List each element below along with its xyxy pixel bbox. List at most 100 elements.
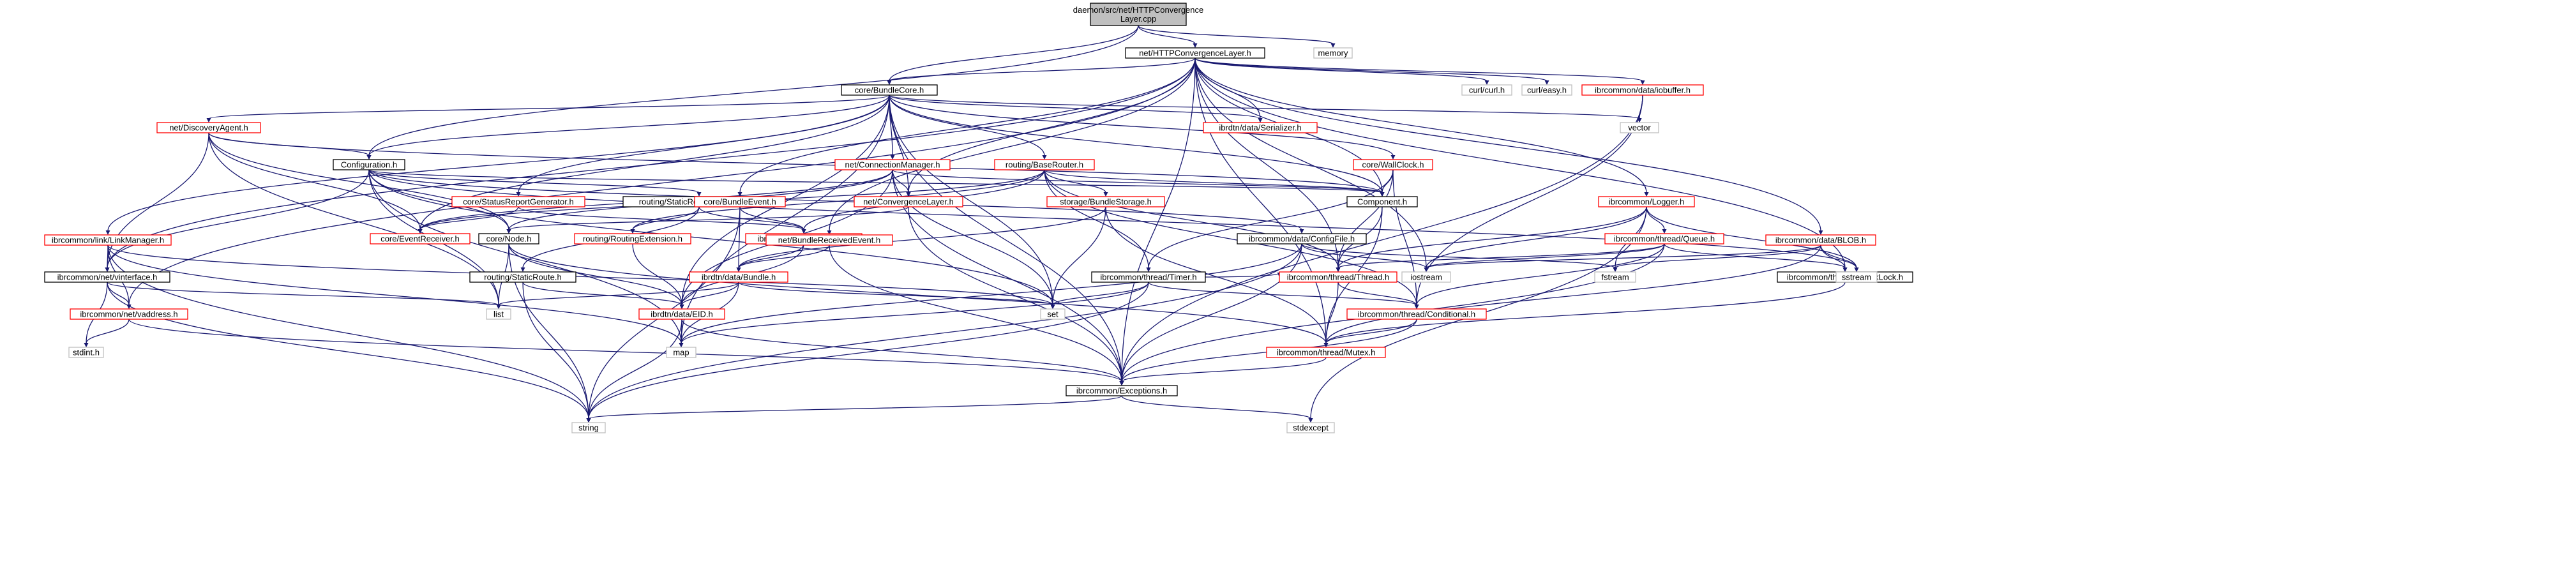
node-linkmgr[interactable]: ibrcommon/link/LinkManager.h [44, 234, 172, 246]
node-box [1521, 84, 1572, 96]
node-vaddress[interactable]: ibrcommon/net/vaddress.h [70, 308, 188, 320]
dependency-edge [498, 282, 739, 306]
dependency-edge [632, 243, 682, 306]
dependency-edge [738, 244, 830, 269]
node-box [1594, 271, 1636, 283]
node-configfile[interactable]: ibrcommon/data/ConfigFile.h [1237, 233, 1367, 244]
dependency-arrowhead [679, 343, 684, 347]
node-timer[interactable]: ibrcommon/thread/Timer.h [1091, 271, 1206, 283]
dependency-edge [368, 25, 1139, 156]
dependency-edge [107, 244, 1053, 306]
node-label: ibrcommon/Logger.h [1609, 197, 1685, 207]
dependency-edge [892, 169, 1053, 306]
dependency-edge [1325, 282, 1846, 344]
node-box [666, 347, 697, 358]
node-label: vector [1628, 123, 1651, 133]
node-curl: curl/curl.h [1461, 84, 1512, 96]
node-label: set [1047, 310, 1058, 319]
node-list: list [486, 308, 511, 320]
dependency-arrowhead [1613, 267, 1618, 272]
node-logger[interactable]: ibrcommon/Logger.h [1598, 196, 1695, 207]
node-routingext[interactable]: routing/RoutingExtension.h [574, 233, 691, 244]
node-hcl_h[interactable]: net/HTTPConvergenceLayer.h [1125, 47, 1265, 59]
dependency-edge [1646, 206, 1665, 230]
dependency-edge [518, 206, 804, 230]
node-box [638, 308, 725, 320]
dependency-arrowhead [1103, 192, 1108, 197]
dependency-edge [208, 132, 421, 230]
node-box [469, 271, 576, 283]
dependency-edge [107, 282, 589, 419]
dependency-edge [1148, 169, 1394, 269]
node-box [841, 84, 938, 96]
node-box [1046, 196, 1165, 207]
node-component[interactable]: Component.h [1346, 196, 1418, 207]
node-baserouter[interactable]: routing/BaseRouter.h [994, 159, 1095, 170]
node-memory: memory [1313, 47, 1353, 59]
dependency-edge [1426, 206, 1647, 269]
node-conditional[interactable]: ibrcommon/thread/Conditional.h [1346, 308, 1487, 320]
dependency-arrowhead [1414, 305, 1419, 309]
dependency-edge [908, 57, 1196, 193]
node-box [854, 196, 963, 207]
node-thread[interactable]: ibrcommon/thread/Thread.h [1279, 271, 1397, 283]
node-configuration[interactable]: Configuration.h [333, 159, 405, 170]
node-box [765, 234, 893, 246]
node-eid[interactable]: ibrdtn/data/EID.h [638, 308, 725, 320]
dependency-edge [419, 206, 519, 230]
node-label: routing/StaticRoute.h [484, 273, 561, 282]
dependency-edge [368, 169, 1383, 193]
node-box [1598, 196, 1695, 207]
node-convlayer[interactable]: net/ConvergenceLayer.h [854, 196, 963, 207]
dependency-edge [107, 244, 682, 344]
node-mutex[interactable]: ibrcommon/thread/Mutex.h [1266, 347, 1386, 358]
dependency-edge [1392, 169, 1417, 306]
node-iobuffer[interactable]: ibrcommon/data/iobuffer.h [1581, 84, 1704, 96]
dependency-edge [1194, 57, 1821, 232]
node-wallclock[interactable]: core/WallClock.h [1353, 159, 1433, 170]
node-bundle[interactable]: ibrdtn/data/Bundle.h [689, 271, 788, 283]
node-exceptions[interactable]: ibrcommon/Exceptions.h [1066, 385, 1178, 396]
dependency-arrowhead [1640, 80, 1645, 85]
node-serializer[interactable]: ibrdtn/data/Serializer.h [1203, 122, 1318, 133]
dependency-arrowhead [520, 267, 525, 272]
node-queue[interactable]: ibrcommon/thread/Queue.h [1604, 233, 1724, 244]
dependency-arrowhead [890, 155, 895, 160]
node-box [1353, 159, 1433, 170]
node-bundlereceived[interactable]: net/BundleReceivedEvent.h [765, 234, 893, 246]
node-eventreceiver[interactable]: core/EventReceiver.h [370, 233, 471, 244]
dependency-edge [889, 94, 1261, 119]
dependency-edge [588, 395, 1122, 419]
node-box [574, 233, 691, 244]
node-box [1620, 122, 1659, 133]
node-bundleevent[interactable]: core/BundleEvent.h [694, 196, 786, 207]
node-vector: vector [1620, 122, 1659, 133]
dependency-edge [1664, 243, 1846, 269]
node-label: curl/curl.h [1469, 86, 1505, 95]
dependency-arrowhead [737, 192, 742, 197]
dependency-arrowhead [630, 229, 635, 234]
node-discovery[interactable]: net/DiscoveryAgent.h [156, 122, 261, 133]
dependency-edge [1325, 282, 1339, 344]
dependency-edge [829, 244, 1122, 382]
node-vinterface[interactable]: ibrcommon/net/vinterface.h [44, 271, 170, 283]
dependency-edge [86, 319, 130, 344]
node-label: storage/BundleStorage.h [1060, 197, 1152, 207]
node-bundlecore[interactable]: core/BundleCore.h [841, 84, 938, 96]
node-corenode[interactable]: core/Node.h [478, 233, 539, 244]
node-box [478, 233, 539, 244]
dependency-arrowhead [887, 80, 892, 85]
node-staticroute[interactable]: routing/StaticRoute.h [469, 271, 576, 283]
dependency-edge [1205, 273, 1280, 278]
dependency-edge [508, 243, 1327, 344]
node-blob[interactable]: ibrcommon/data/BLOB.h [1765, 234, 1876, 246]
dependency-edge [208, 94, 890, 119]
node-box [1313, 47, 1353, 59]
dependency-edge [1301, 243, 1427, 269]
node-box [1346, 308, 1487, 320]
node-statusreport[interactable]: core/StatusReportGenerator.h [451, 196, 585, 207]
dependency-arrowhead [697, 192, 702, 197]
node-storage[interactable]: storage/BundleStorage.h [1046, 196, 1165, 207]
node-connmgr[interactable]: net/ConnectionManager.h [834, 159, 951, 170]
